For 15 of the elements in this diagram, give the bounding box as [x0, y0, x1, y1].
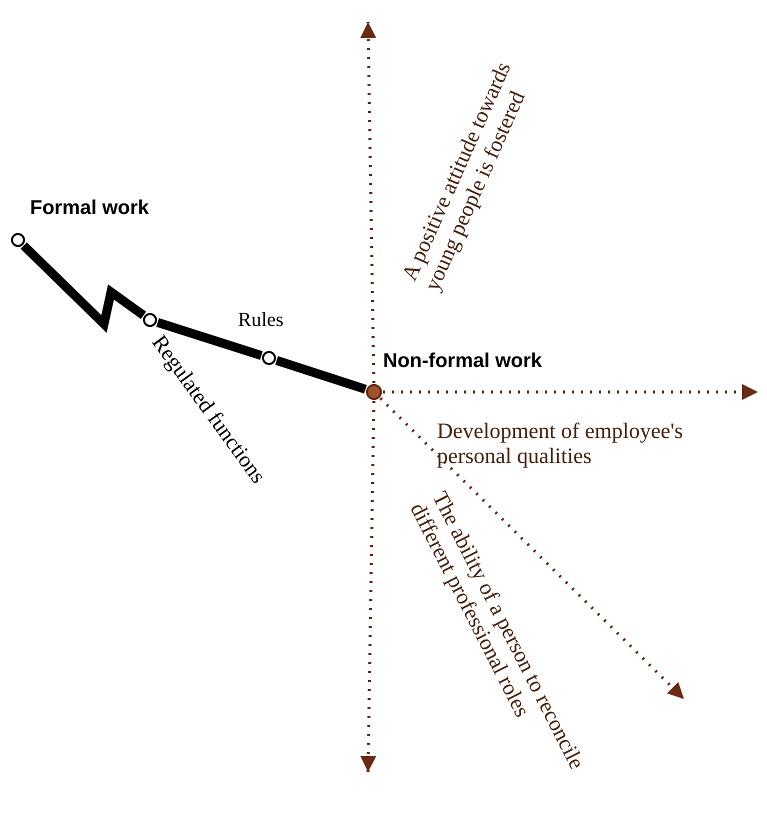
line: [275, 356, 367, 394]
joint-circle: [262, 351, 276, 365]
dotted-arrow: [379, 397, 686, 700]
joint-circle: [143, 313, 157, 327]
line: [20, 242, 146, 333]
junction-dot: [366, 384, 382, 400]
line-label: Rules: [238, 308, 285, 333]
dotted-arrow: [360, 400, 376, 772]
node-label: Formal work: [30, 197, 149, 220]
dotted-arrow: [360, 22, 376, 384]
joint-circle: [11, 233, 25, 247]
line: [156, 318, 263, 360]
dotted-arrow: [383, 384, 758, 400]
arrow-label: Development of employee's personal qualities: [437, 418, 684, 468]
node-label: Non-formal work: [383, 350, 542, 373]
